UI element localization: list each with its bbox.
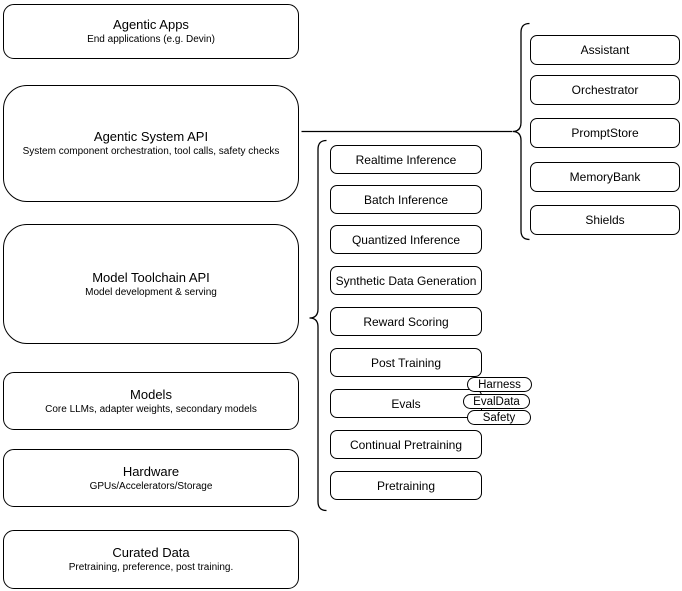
layer-subtitle: GPUs/Accelerators/Storage [89,480,213,492]
layer-box-agentic-apps: Agentic Apps End applications (e.g. Devi… [3,4,299,59]
layer-box-models: Models Core LLMs, adapter weights, secon… [3,372,299,430]
component-box-continual-pretraining: Continual Pretraining [330,430,482,459]
layer-box-model-toolchain-api: Model Toolchain API Model development & … [3,224,299,344]
component-box-quantized-inference: Quantized Inference [330,225,482,254]
eval-tag-evaldata: EvalData [463,394,530,409]
component-box-orchestrator: Orchestrator [530,75,680,105]
component-box-shields: Shields [530,205,680,235]
layer-title: Models [130,386,172,402]
layer-box-agentic-system-api: Agentic System API System component orch… [3,85,299,202]
layer-subtitle: End applications (e.g. Devin) [87,34,215,45]
layer-box-hardware: Hardware GPUs/Accelerators/Storage [3,449,299,507]
layer-subtitle: Core LLMs, adapter weights, secondary mo… [45,403,257,415]
component-box-realtime-inference: Realtime Inference [330,145,482,174]
component-box-synthetic-data-generation: Synthetic Data Generation [330,266,482,295]
layer-subtitle: System component orchestration, tool cal… [22,146,280,157]
component-box-batch-inference: Batch Inference [330,185,482,214]
component-box-reward-scoring: Reward Scoring [330,307,482,336]
layer-title: Agentic System API [93,129,209,144]
layer-title: Agentic Apps [113,17,189,32]
component-box-pretraining: Pretraining [330,471,482,500]
layer-subtitle: Pretraining, preference, post training. [68,562,234,573]
layer-title: Model Toolchain API [92,269,210,285]
system-components-brace [512,22,530,241]
component-box-promptstore: PromptStore [530,118,680,148]
component-box-post-training: Post Training [330,348,482,377]
component-box-memorybank: MemoryBank [530,162,680,192]
eval-tag-safety: Safety [467,410,531,425]
toolchain-brace [309,139,327,512]
component-box-evals: Evals [330,389,482,418]
layer-box-curated-data: Curated Data Pretraining, preference, po… [3,530,299,589]
component-box-assistant: Assistant [530,35,680,65]
eval-tag-harness: Harness [467,377,532,392]
layer-title: Curated Data [112,545,190,560]
layer-title: Hardware [122,463,180,479]
layer-subtitle: Model development & serving [85,286,217,298]
